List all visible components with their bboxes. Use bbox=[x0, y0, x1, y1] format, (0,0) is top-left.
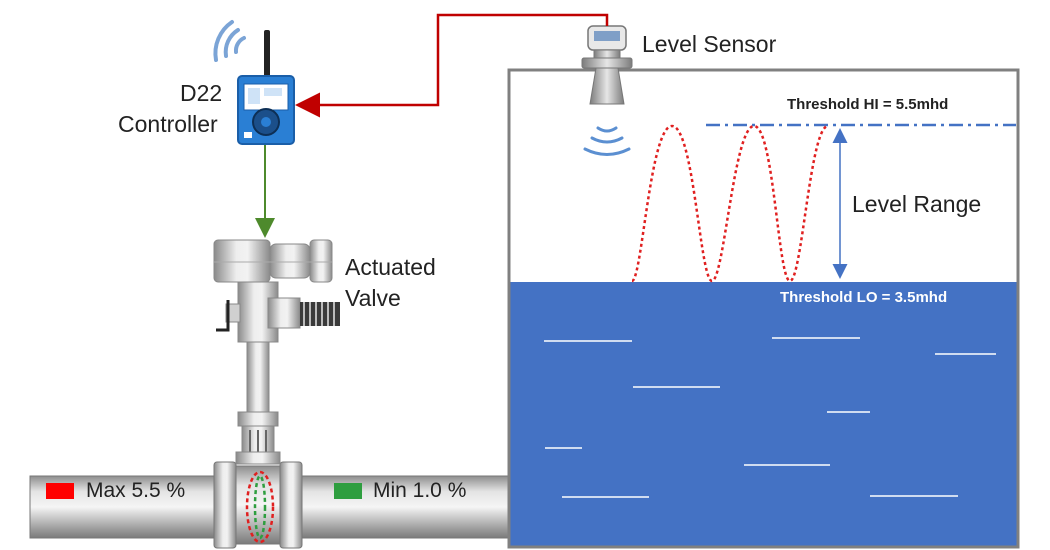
wifi-icon bbox=[213, 20, 246, 62]
max-swatch bbox=[46, 483, 74, 499]
level-sensor bbox=[581, 25, 633, 156]
pipe bbox=[29, 461, 511, 549]
water-ripples bbox=[544, 337, 996, 498]
tank bbox=[507, 68, 1020, 549]
water bbox=[510, 282, 1017, 546]
actuator-coil bbox=[300, 302, 340, 326]
controller-label-line2: Controller bbox=[118, 111, 218, 137]
tank-wall bbox=[507, 68, 1020, 549]
min-swatch bbox=[334, 483, 362, 499]
level-range-label: Level Range bbox=[852, 191, 982, 217]
controller-label-line1: D22 bbox=[180, 80, 223, 106]
max-flow-label: Max 5.5 % bbox=[86, 479, 186, 502]
actuated-valve bbox=[213, 239, 340, 465]
flow-ellipse-max bbox=[245, 470, 275, 544]
antenna-icon bbox=[264, 30, 270, 78]
valve-label-line2: Valve bbox=[345, 285, 401, 311]
sensor-label: Level Sensor bbox=[642, 31, 777, 57]
level-curve bbox=[630, 124, 829, 283]
threshold-lo-label: Threshold LO = 3.5mhd bbox=[780, 289, 948, 306]
pipe-flange-left bbox=[213, 461, 237, 549]
pipe-flange-right bbox=[279, 461, 303, 549]
valve-label-line1: Actuated bbox=[345, 254, 436, 280]
min-flow-label: Min 1.0 % bbox=[373, 479, 467, 502]
sensor-wave-icon bbox=[583, 126, 631, 156]
threshold-hi-label: Threshold HI = 5.5mhd bbox=[787, 96, 949, 113]
signal-wire bbox=[295, 13, 609, 118]
d22-controller bbox=[213, 20, 295, 145]
flow-ellipse-min bbox=[253, 474, 267, 540]
